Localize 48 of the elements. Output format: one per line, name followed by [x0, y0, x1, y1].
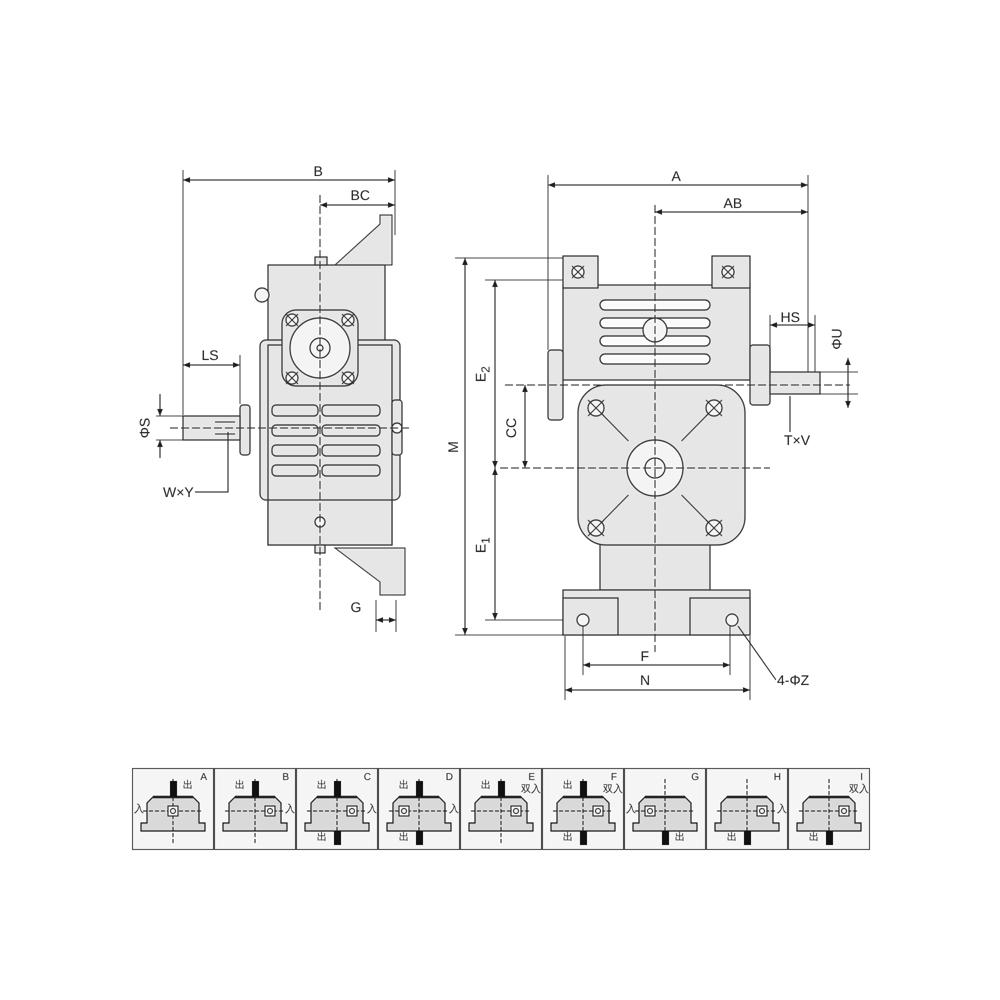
dimension-label: AB: [722, 196, 744, 210]
shaft-label: 出: [727, 833, 737, 843]
shaft-label: 入: [367, 805, 377, 815]
dimension-label: B: [312, 164, 324, 178]
dimension-label: ΦS: [136, 416, 151, 440]
dimension-label: LS: [200, 348, 220, 362]
shaft-label: 出: [317, 833, 327, 843]
position-letter: I: [860, 773, 863, 783]
dimension-label: 4-ΦZ: [776, 672, 810, 688]
shaft-label: 出: [675, 833, 685, 843]
shaft-label: 出: [399, 781, 409, 791]
shaft-label: 双入: [603, 785, 623, 795]
position-letter: A: [200, 773, 207, 783]
leader-line: [738, 626, 776, 680]
dimension-label: N: [639, 673, 652, 687]
position-letter: F: [610, 773, 617, 783]
dimension-label: T×V: [783, 432, 812, 448]
dimension-label: ΦU: [829, 327, 844, 351]
position-letter: E: [528, 773, 535, 783]
dimension-label: HS: [780, 310, 801, 324]
position-letter: D: [446, 773, 453, 783]
shaft-label: 出: [809, 833, 819, 843]
shaft-label: 入: [777, 805, 787, 815]
shaft-label: 入: [285, 805, 295, 815]
shaft-label: 出: [399, 833, 409, 843]
shaft-label: 入: [449, 805, 459, 815]
shaft-label: 入: [626, 805, 636, 815]
shaft-label: 双入: [521, 785, 541, 795]
dimension-label: CC: [504, 416, 518, 440]
leader-line: [194, 432, 228, 492]
dimension-label: G: [350, 600, 362, 614]
shaft-label: 出: [563, 833, 573, 843]
dimension-label: BC: [350, 188, 371, 202]
dimension-label: M: [446, 440, 460, 454]
shaft-label: 出: [235, 781, 245, 791]
dimension-label: A: [670, 169, 682, 183]
shaft-label: 入: [134, 805, 144, 815]
dimension-label: W×Y: [162, 484, 195, 500]
position-letter: G: [691, 773, 699, 783]
position-letter: H: [774, 773, 781, 783]
position-letter: B: [282, 773, 289, 783]
shaft-label: 双入: [849, 785, 869, 795]
dimension-label: F: [640, 649, 650, 663]
shaft-label: 出: [183, 781, 193, 791]
shaft-label: 出: [481, 781, 491, 791]
shaft-label: 出: [563, 781, 573, 791]
shaft-label: 出: [317, 781, 327, 791]
position-letter: C: [364, 773, 371, 783]
